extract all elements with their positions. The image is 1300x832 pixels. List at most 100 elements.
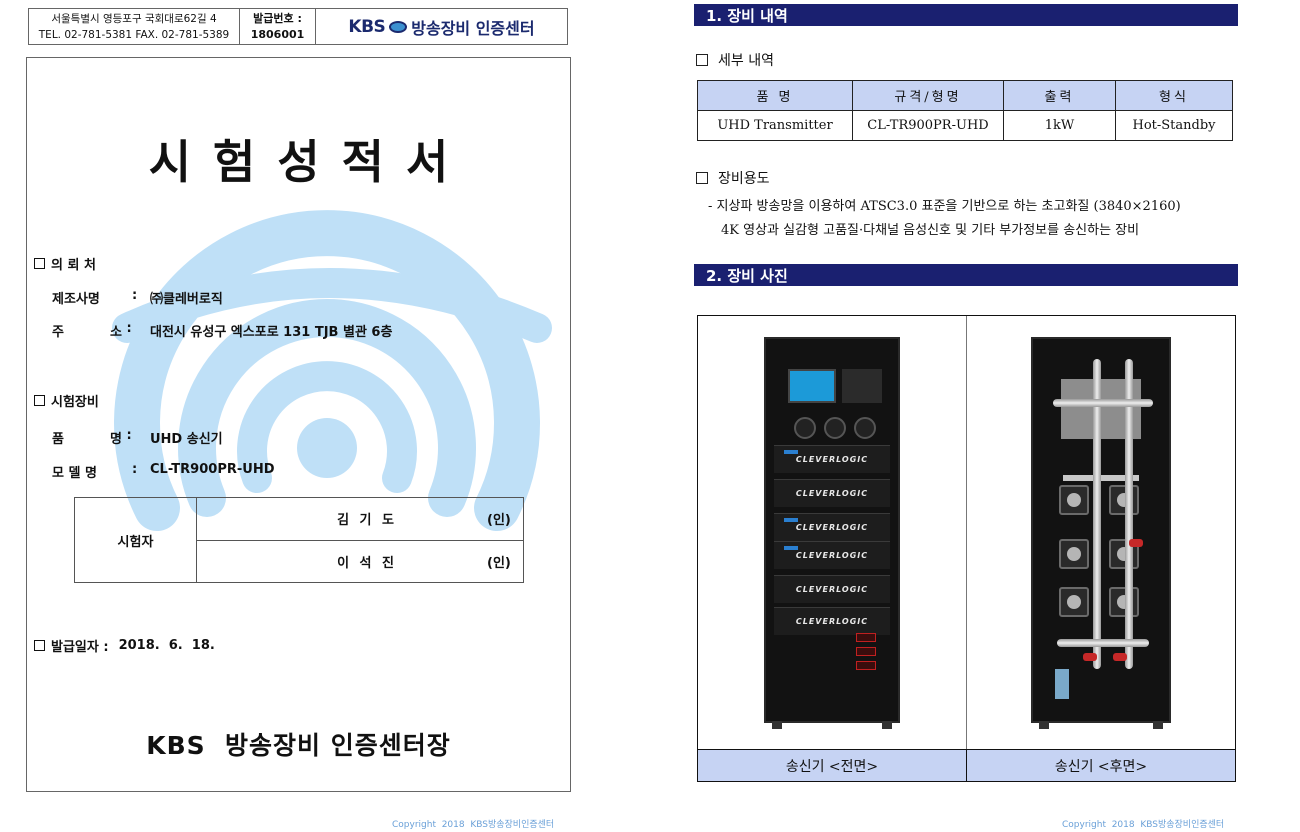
- checkbox-icon: [34, 258, 45, 269]
- field-label: 모 델 명: [52, 466, 97, 481]
- usage-heading: 장비용도: [696, 168, 770, 188]
- amplifier-module: CLEVERLOGIC: [774, 479, 890, 507]
- cooling-fan-icon: [1059, 587, 1089, 617]
- module-brand: CLEVERLOGIC: [795, 617, 869, 626]
- section-label: 시험장비: [51, 395, 99, 410]
- col-header: 출력: [1003, 80, 1116, 111]
- issuer-signature: KBS 방송장비 인증센터장: [146, 731, 451, 760]
- field-label-b: 명: [110, 432, 122, 447]
- usage-line: - 지상파 방송망을 이용하여 ATSC3.0 표준을 기반으로 하는 초고화질…: [708, 199, 1181, 214]
- tester-row: 김 기 도 (인): [197, 498, 523, 540]
- col-header: 규격/형명: [852, 80, 1004, 111]
- spec-table: 품 명 규격/형명 출력 형식 UHD Transmitter CL-TR900…: [697, 80, 1233, 141]
- coax-pipe: [1053, 399, 1153, 407]
- module-brand: CLEVERLOGIC: [795, 585, 869, 594]
- amplifier-module: CLEVERLOGIC: [774, 513, 890, 541]
- module-brand: CLEVERLOGIC: [795, 523, 869, 532]
- contact-line: TEL. 02-781-5381 FAX. 02-781-5389: [38, 28, 230, 41]
- address-value: 대전시 유성구 엑스포로 131 TJB 별관 6층: [150, 325, 393, 340]
- photo-captions: 송신기 <전면> 송신기 <후면>: [698, 749, 1235, 781]
- amplifier-module: CLEVERLOGIC: [774, 607, 890, 635]
- cooling-fan-icon: [1059, 539, 1089, 569]
- cooling-fan-icon: [1109, 587, 1139, 617]
- usage-line: 4K 영상과 실감형 고품질·다채널 음성신호 및 기타 부가정보를 송신하는 …: [721, 223, 1140, 238]
- issue-date-section: 발급일자 : 2018. 6. 18.: [34, 636, 215, 655]
- module-brand: CLEVERLOGIC: [795, 489, 869, 498]
- checkbox-icon: [696, 54, 708, 66]
- detail-label: 세부 내역: [718, 53, 774, 69]
- display-screen-icon: [788, 369, 836, 403]
- caption-front: 송신기 <전면>: [698, 750, 966, 781]
- table-cell: UHD Transmitter: [697, 110, 853, 141]
- copyright-right: Copyright 2018 KBS방송장비인증센터: [1062, 820, 1225, 830]
- checkbox-icon: [34, 640, 45, 651]
- kbs-logo: KBS 방송장비 인증센터: [316, 8, 568, 45]
- center-name: 방송장비 인증센터: [411, 18, 535, 38]
- col-header: 품 명: [697, 80, 853, 111]
- header-address: 서울특별시 영등포구 국회대로62길 4 TEL. 02-781-5381 FA…: [28, 8, 240, 45]
- coax-pipe: [1057, 639, 1149, 647]
- kbs-orb-icon: [389, 20, 408, 33]
- table-cell: Hot-Standby: [1115, 110, 1233, 141]
- checkbox-icon: [696, 172, 708, 184]
- issue-label: 발급번호 :: [253, 11, 302, 25]
- col-header: 형식: [1115, 80, 1233, 111]
- maker-field: 제조사명 : ㈜클레버로직: [52, 288, 223, 307]
- table-cell: 1kW: [1003, 110, 1116, 141]
- copyright-left: Copyright 2018 KBS방송장비인증센터: [392, 820, 555, 830]
- table-header-row: 품 명 규격/형명 출력 형식: [697, 80, 1233, 111]
- kbs-wordmark: KBS: [348, 16, 386, 37]
- coax-pipe: [1125, 359, 1133, 669]
- client-section: 의 뢰 처: [34, 254, 96, 273]
- transmitter-front-photo: CLEVERLOGIC CLEVERLOGIC CLEVERLOGIC CLEV…: [764, 337, 900, 729]
- tester-table: 시험자 김 기 도 (인) 이 석 진 (인): [74, 497, 524, 583]
- model-field: 모 델 명 : CL-TR900PR-UHD: [52, 462, 275, 481]
- field-label-b: 소: [110, 325, 122, 340]
- tester-name: 이 석 진: [337, 555, 397, 571]
- caption-rear: 송신기 <후면>: [966, 750, 1235, 781]
- amplifier-module: CLEVERLOGIC: [774, 445, 890, 473]
- issue-number: 1806001: [250, 27, 305, 41]
- tester-name: 김 기 도: [337, 513, 397, 529]
- cooling-fan-icon: [1059, 485, 1089, 515]
- tester-seal: (인): [487, 513, 511, 529]
- display-panel-icon: [842, 369, 882, 403]
- header-issue-number: 발급번호 : 1806001: [240, 8, 316, 45]
- tester-row: 이 석 진 (인): [197, 539, 523, 583]
- table-row: UHD Transmitter CL-TR900PR-UHD 1kW Hot-S…: [697, 110, 1233, 141]
- module-brand: CLEVERLOGIC: [795, 455, 869, 464]
- table-cell: CL-TR900PR-UHD: [852, 110, 1004, 141]
- section-label: 의 뢰 처: [51, 258, 96, 273]
- fan-icon: [824, 417, 846, 439]
- power-meter-icon: [856, 661, 876, 670]
- field-label: 제조사명: [52, 292, 100, 307]
- section-bar-photo: 2. 장비 사진: [694, 264, 1238, 286]
- maker-value: ㈜클레버로직: [150, 292, 223, 307]
- power-meter-icon: [856, 633, 876, 642]
- tester-seal: (인): [487, 555, 511, 571]
- cooling-fan-icon: [1109, 485, 1139, 515]
- transmitter-rear-photo: [1031, 337, 1171, 729]
- issue-date-value: 2018. 6. 18.: [118, 638, 215, 653]
- page-title: 시험성적서: [148, 135, 471, 189]
- module-brand: CLEVERLOGIC: [795, 551, 869, 560]
- section-bar-equipment: 1. 장비 내역: [694, 4, 1238, 26]
- field-label-a: 주: [52, 325, 64, 340]
- tester-label: 시험자: [75, 498, 197, 582]
- equipment-name-value: UHD 송신기: [150, 432, 223, 447]
- fan-icon: [854, 417, 876, 439]
- model-value: CL-TR900PR-UHD: [150, 462, 275, 477]
- checkbox-icon: [34, 395, 45, 406]
- power-meter-icon: [856, 647, 876, 656]
- detail-heading: 세부 내역: [696, 50, 774, 70]
- equipment-section: 시험장비: [34, 391, 99, 410]
- equipment-photo-frame: CLEVERLOGIC CLEVERLOGIC CLEVERLOGIC CLEV…: [697, 315, 1236, 782]
- address-line: 서울특별시 영등포구 국회대로62길 4: [51, 12, 217, 25]
- fan-icon: [794, 417, 816, 439]
- field-label-a: 품: [52, 432, 64, 447]
- usage-text: - 지상파 방송망을 이용하여 ATSC3.0 표준을 기반으로 하는 초고화질…: [708, 195, 1181, 243]
- coax-pipe: [1093, 359, 1101, 669]
